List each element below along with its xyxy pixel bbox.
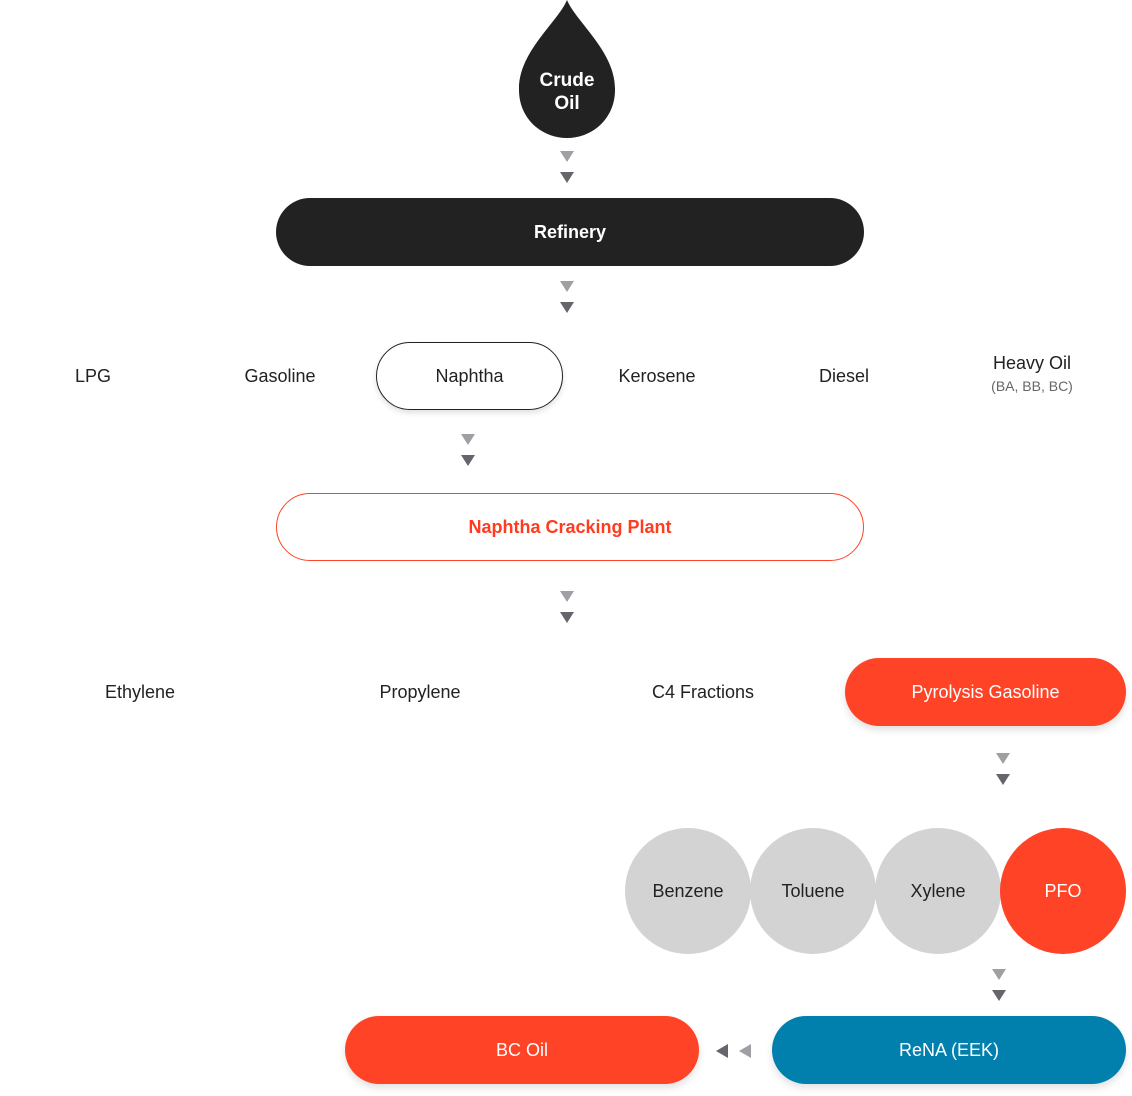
- product-ethylene-label: Ethylene: [104, 681, 176, 702]
- product-pfo-label: PFO: [1044, 880, 1082, 901]
- bc-oil-node: BC Oil: [345, 1016, 699, 1084]
- rena-node: ReNA (EEK): [772, 1016, 1126, 1084]
- product-naphtha-label: Naphtha: [435, 365, 504, 386]
- product-pfo: PFO: [1000, 828, 1126, 954]
- product-benzene: Benzene: [625, 828, 751, 954]
- product-gasoline: Gasoline: [220, 362, 340, 390]
- product-benzene-label: Benzene: [652, 880, 724, 901]
- product-naphtha: Naphtha: [376, 342, 563, 410]
- flow-arrow-down-icon: [992, 969, 1006, 1001]
- refinery-label: Refinery: [533, 221, 607, 242]
- product-propylene-label: Propylene: [379, 681, 461, 702]
- product-diesel-label: Diesel: [818, 365, 870, 386]
- product-ethylene: Ethylene: [80, 678, 200, 706]
- rena-label: ReNA (EEK): [898, 1039, 1000, 1060]
- product-heavy-oil: Heavy Oil (BA, BB, BC): [962, 351, 1102, 394]
- product-toluene: Toluene: [750, 828, 876, 954]
- product-lpg: LPG: [43, 362, 143, 390]
- product-diesel: Diesel: [784, 362, 904, 390]
- flow-arrow-down-icon: [461, 434, 475, 466]
- product-kerosene: Kerosene: [597, 362, 717, 390]
- product-propylene: Propylene: [355, 678, 485, 706]
- product-xylene: Xylene: [875, 828, 1001, 954]
- product-kerosene-label: Kerosene: [618, 365, 696, 386]
- bc-oil-label: BC Oil: [495, 1039, 548, 1060]
- product-pyrolysis-gasoline-label: Pyrolysis Gasoline: [911, 681, 1060, 702]
- product-c4-fractions-label: C4 Fractions: [651, 681, 755, 702]
- flow-arrow-left-icon: [716, 1044, 751, 1058]
- flow-arrow-down-icon: [560, 151, 574, 183]
- product-xylene-label: Xylene: [910, 880, 966, 901]
- product-lpg-label: LPG: [74, 365, 112, 386]
- refinery-node: Refinery: [276, 198, 864, 266]
- naphtha-cracking-plant-label: Naphtha Cracking Plant: [468, 516, 672, 537]
- crude-oil-line1: Crude: [539, 70, 595, 91]
- crude-oil-label: Crude Oil: [518, 66, 616, 118]
- product-c4-fractions: C4 Fractions: [628, 678, 778, 706]
- crude-oil-line2: Oil: [554, 93, 580, 114]
- naphtha-cracking-plant-node: Naphtha Cracking Plant: [276, 493, 864, 561]
- flow-arrow-down-icon: [560, 591, 574, 623]
- flow-arrow-down-icon: [560, 281, 574, 313]
- product-gasoline-label: Gasoline: [244, 365, 316, 386]
- flow-arrow-down-icon: [996, 753, 1010, 785]
- product-toluene-label: Toluene: [781, 880, 845, 901]
- product-heavy-oil-subtitle: (BA, BB, BC): [991, 378, 1073, 394]
- crude-oil-drop-icon: [518, 0, 616, 138]
- product-pyrolysis-gasoline: Pyrolysis Gasoline: [845, 658, 1126, 726]
- product-heavy-oil-label: Heavy Oil: [992, 353, 1072, 373]
